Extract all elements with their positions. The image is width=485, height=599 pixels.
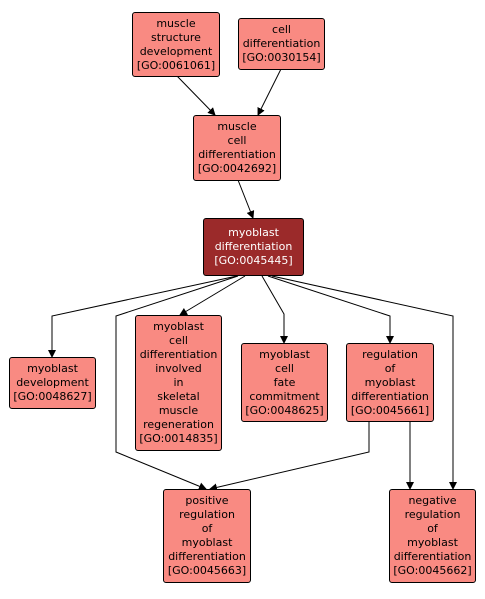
node-myoblast-differentiation[interactable]: myoblast differentiation [GO:0045445] bbox=[203, 218, 304, 276]
node-line: [GO:0045445] bbox=[214, 254, 293, 267]
edge-muscle-cell-to-myoblast-diff bbox=[237, 179, 255, 219]
node-line: development bbox=[16, 376, 89, 389]
node-line: [GO:0045662] bbox=[393, 564, 472, 577]
node-line: regulation bbox=[404, 508, 461, 521]
node-negative-regulation-of-myoblast-differentiation[interactable]: negative regulation of myoblast differen… bbox=[389, 489, 476, 583]
node-line: differentiation bbox=[139, 348, 218, 361]
node-line: cell bbox=[169, 334, 188, 347]
node-myoblast-cell-differentiation-regeneration[interactable]: myoblast cell differentiation involved i… bbox=[135, 315, 222, 451]
node-regulation-of-myoblast-differentiation[interactable]: regulation of myoblast differentiation [… bbox=[346, 343, 434, 422]
edge-muscle-structure-to-muscle-cell bbox=[176, 75, 216, 116]
node-line: myoblast bbox=[153, 320, 204, 333]
node-line: of bbox=[384, 361, 396, 375]
node-line: [GO:0048627] bbox=[13, 390, 92, 403]
node-line: regulation bbox=[179, 508, 235, 521]
node-line: [GO:0030154] bbox=[242, 51, 321, 64]
node-line: [GO:0045663] bbox=[167, 564, 247, 577]
node-line: myoblast bbox=[228, 226, 279, 239]
node-line: regeneration bbox=[143, 418, 214, 431]
node-line: in bbox=[173, 376, 184, 389]
edge-myoblast-diff-to-fate-commitment bbox=[261, 275, 288, 344]
edge-myoblast-diff-to-regeneration bbox=[179, 275, 246, 316]
node-line: myoblast bbox=[27, 362, 78, 375]
edge-myoblast-diff-to-myoblast-development bbox=[48, 275, 238, 358]
node-line: myoblast bbox=[364, 375, 416, 389]
node-line: differentiation bbox=[168, 550, 246, 563]
node-line: myoblast bbox=[407, 536, 458, 549]
node-line: regulation bbox=[362, 347, 418, 361]
node-line: development bbox=[139, 44, 213, 58]
node-line: differentiation bbox=[393, 550, 472, 563]
node-line: differentiation bbox=[242, 37, 321, 50]
node-myoblast-cell-fate-commitment[interactable]: myoblast cell fate commitment [GO:004862… bbox=[241, 343, 328, 422]
node-line: differentiation bbox=[351, 389, 429, 403]
node-line: cell bbox=[275, 361, 294, 375]
node-line: skeletal bbox=[157, 390, 200, 403]
node-line: negative bbox=[408, 494, 457, 507]
node-cell-differentiation[interactable]: cell differentiation [GO:0030154] bbox=[238, 18, 325, 70]
node-line: myoblast bbox=[259, 347, 310, 361]
edge-myoblast-diff-to-negative-regulation bbox=[271, 275, 457, 490]
node-line: [GO:0042692] bbox=[197, 162, 277, 175]
node-line: fate bbox=[273, 375, 296, 389]
node-line: involved bbox=[155, 362, 202, 375]
node-positive-regulation-of-myoblast-differentiation[interactable]: positive regulation of myoblast differen… bbox=[163, 489, 251, 583]
node-line: [GO:0048625] bbox=[245, 403, 324, 417]
edge-myoblast-diff-to-positive-regulation bbox=[115, 275, 239, 491]
node-line: [GO:0045661] bbox=[350, 403, 430, 417]
node-line: myoblast bbox=[181, 536, 233, 549]
node-line: differentiation bbox=[214, 240, 293, 253]
node-line: [GO:0014835] bbox=[139, 432, 218, 445]
node-line: of bbox=[427, 522, 438, 535]
node-line: [GO:0061061] bbox=[136, 58, 216, 72]
node-line: of bbox=[201, 522, 213, 535]
node-muscle-cell-differentiation[interactable]: muscle cell differentiation [GO:0042692] bbox=[193, 115, 281, 181]
node-muscle-structure-development[interactable]: muscle structure development [GO:0061061… bbox=[132, 12, 220, 77]
node-line: muscle bbox=[158, 404, 199, 417]
node-line: cell bbox=[227, 134, 247, 147]
edge-myoblast-diff-to-regulation bbox=[267, 275, 394, 344]
node-line: commitment bbox=[249, 389, 320, 403]
edge-cell-diff-to-muscle-cell bbox=[257, 68, 282, 116]
node-line: muscle bbox=[156, 16, 196, 30]
node-line: structure bbox=[151, 30, 201, 44]
node-line: cell bbox=[272, 23, 291, 36]
node-line: differentiation bbox=[198, 148, 276, 161]
edge-regulation-to-positive-regulation bbox=[209, 422, 370, 492]
node-line: positive bbox=[185, 494, 229, 507]
node-line: muscle bbox=[217, 120, 257, 133]
node-myoblast-development[interactable]: myoblast development [GO:0048627] bbox=[9, 357, 96, 409]
